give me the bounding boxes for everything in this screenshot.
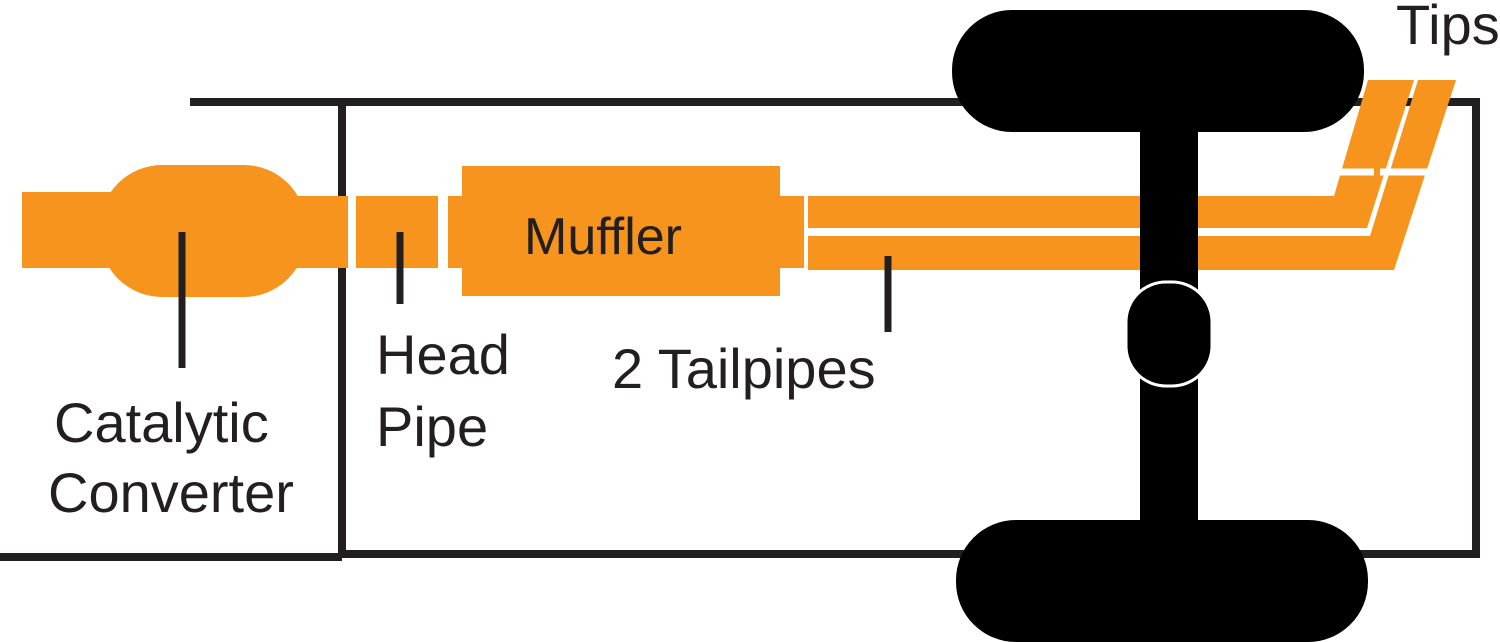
wheel-top: [952, 10, 1364, 132]
muffler-label: Muffler: [524, 208, 682, 266]
muffler: [448, 166, 804, 296]
muffler-outlet: [770, 196, 804, 268]
head-pipe-label-line-1: Head: [376, 323, 510, 386]
tailpipe-upper: [808, 80, 1414, 228]
leader-lines: [178, 232, 892, 368]
tailpipes-label: 2 Tailpipes: [612, 337, 876, 400]
head-pipe-label-line-2: Pipe: [376, 395, 488, 458]
tips-label: Tips: [1396, 0, 1500, 56]
body-frame: [338, 98, 1480, 558]
vehicle-body: [0, 98, 1480, 561]
differential: [1124, 280, 1214, 388]
wheel-bottom: [956, 520, 1368, 642]
tailpipes: [808, 80, 1456, 270]
converter-label-line-2: Converter: [48, 461, 294, 524]
muffler-body: [462, 166, 780, 296]
converter-body: [100, 165, 306, 297]
converter-label-line-1: Catalytic: [54, 391, 269, 454]
rear-axle-assembly: [952, 10, 1368, 642]
tailpipe-lower: [808, 80, 1456, 270]
catalytic-converter: [22, 165, 348, 297]
